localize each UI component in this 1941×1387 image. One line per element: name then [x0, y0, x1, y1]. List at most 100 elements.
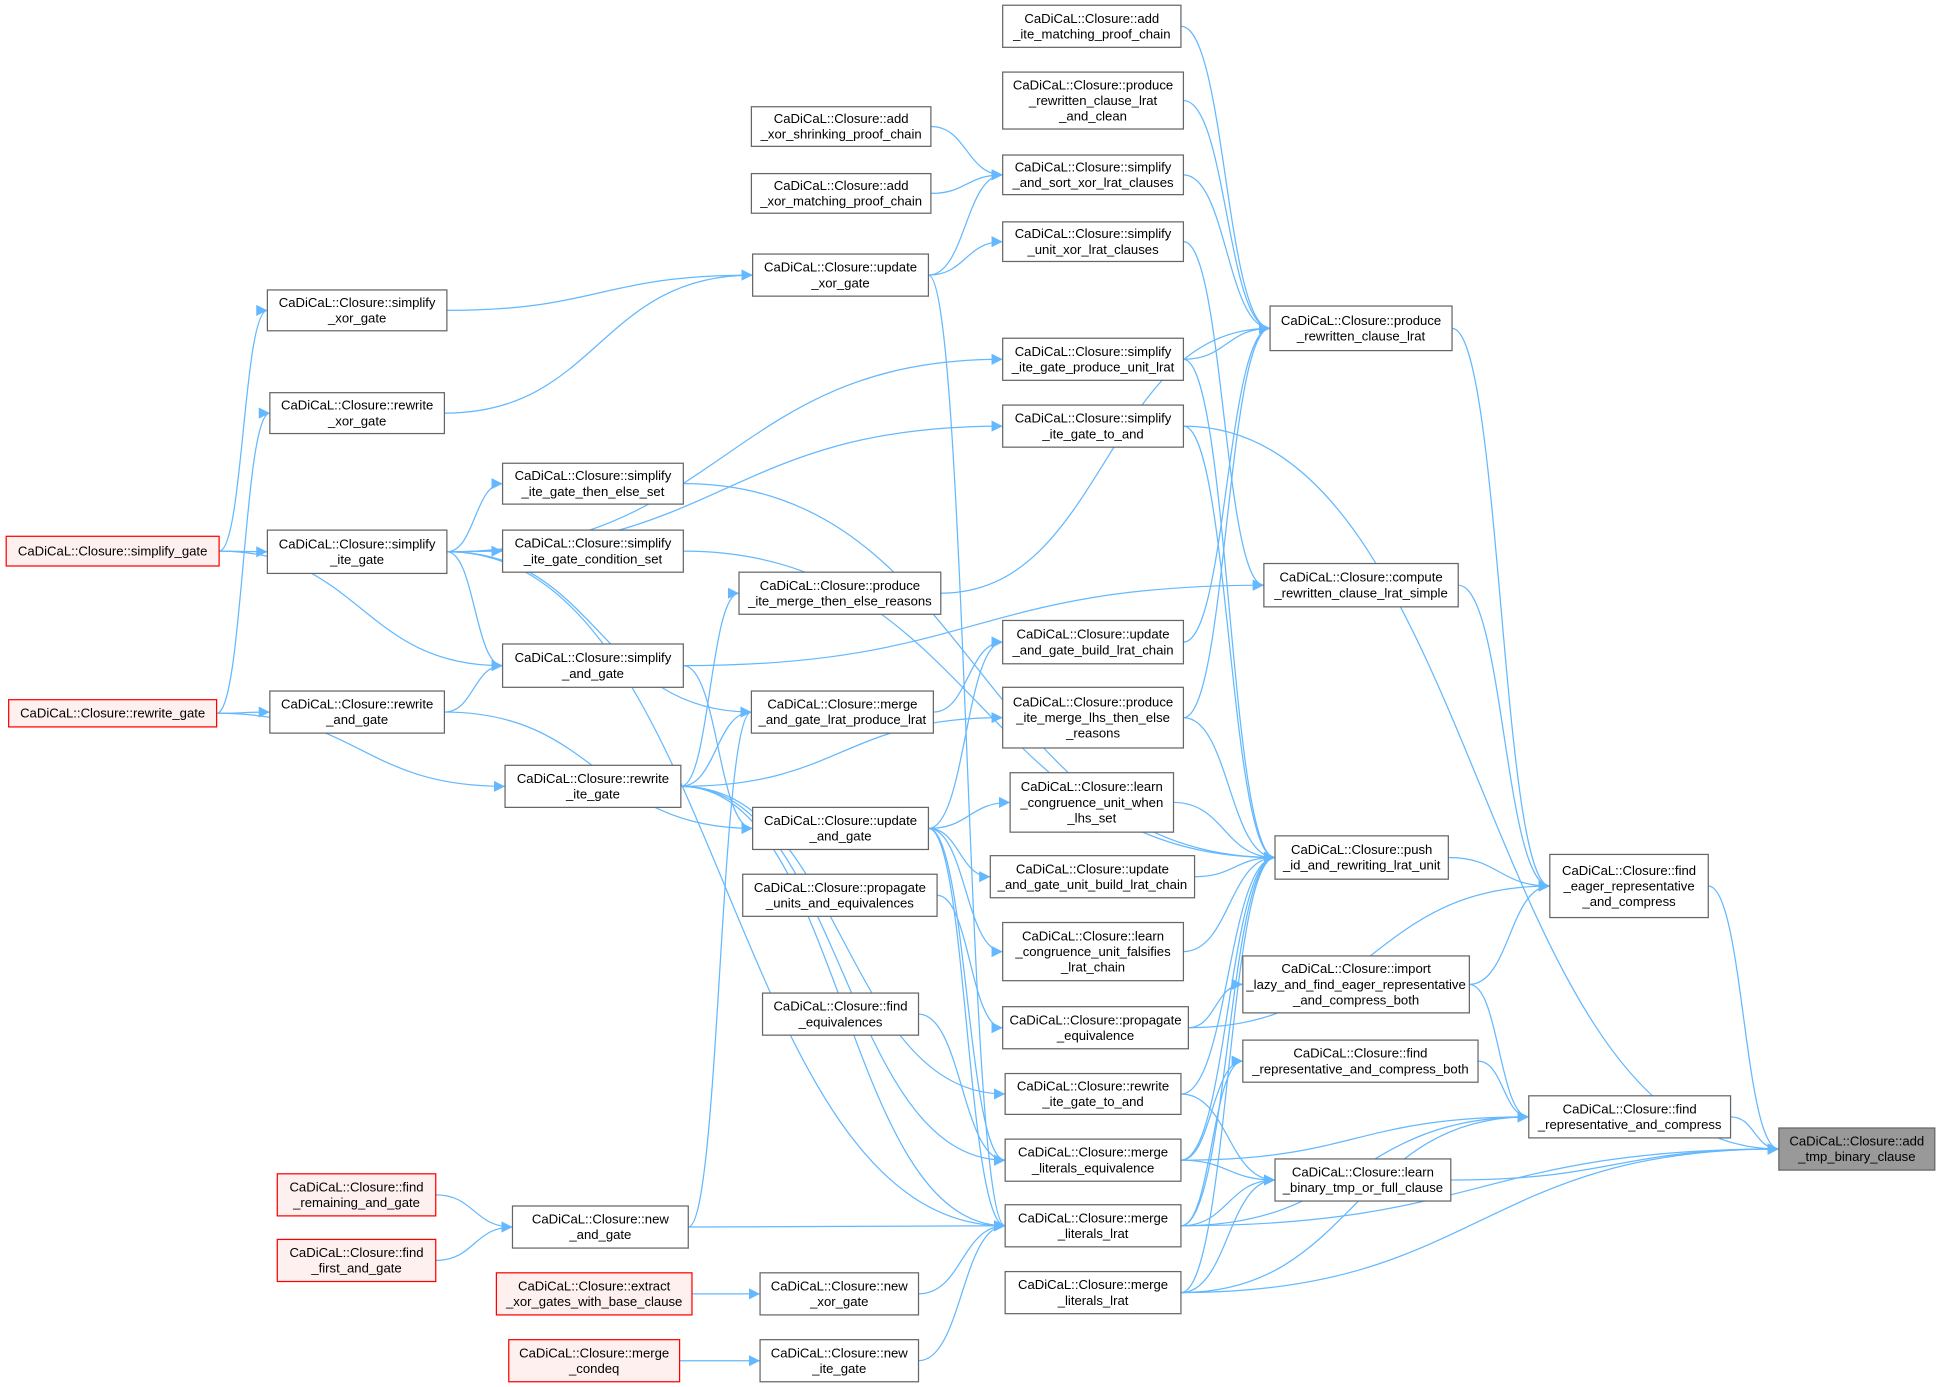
node-box[interactable]: [1004, 1072, 1182, 1115]
node-box[interactable]: [501, 529, 684, 573]
node-box[interactable]: [1002, 337, 1185, 381]
graph-node-n29[interactable]: CaDiCaL::Closure::find_eager_representat…: [1549, 853, 1709, 919]
node-box[interactable]: [276, 1173, 437, 1217]
graph-node-n3[interactable]: CaDiCaL::Closure::add_xor_shrinking_proo…: [750, 106, 932, 147]
graph-node-n25[interactable]: CaDiCaL::Closure::rewrite_ite_gate: [504, 764, 682, 809]
node-box[interactable]: [266, 289, 448, 332]
graph-node-n10[interactable]: CaDiCaL::Closure::simplify_ite_gate_prod…: [1002, 337, 1185, 381]
graph-node-n37[interactable]: CaDiCaL::Closure::rewrite_ite_gate_to_an…: [1004, 1072, 1182, 1115]
graph-node-n41[interactable]: CaDiCaL::Closure::learn_binary_tmp_or_fu…: [1274, 1158, 1452, 1202]
node-box[interactable]: [1002, 221, 1185, 263]
graph-node-n19[interactable]: CaDiCaL::Closure::update_and_gate_build_…: [1002, 619, 1185, 665]
graph-node-n30[interactable]: CaDiCaL::Closure::update_and_gate_unit_b…: [989, 855, 1196, 899]
graph-node-n8[interactable]: CaDiCaL::Closure::simplify_xor_gate: [266, 289, 448, 332]
graph-node-n38[interactable]: CaDiCaL::Closure::find_representative_an…: [1528, 1095, 1732, 1139]
node-box[interactable]: [508, 1339, 681, 1383]
node-box[interactable]: [1004, 1204, 1182, 1248]
node-box[interactable]: [742, 873, 938, 917]
node-box[interactable]: [750, 172, 932, 214]
node-box[interactable]: [759, 1272, 920, 1316]
graph-node-n26[interactable]: CaDiCaL::Closure::learn_congruence_unit_…: [1009, 772, 1175, 833]
graph-node-n24[interactable]: CaDiCaL::Closure::produce_ite_merge_lhs_…: [1002, 686, 1185, 749]
node-box[interactable]: [495, 1272, 693, 1316]
graph-node-n40[interactable]: CaDiCaL::Closure::merge_literals_equival…: [1004, 1138, 1182, 1182]
graph-node-n27[interactable]: CaDiCaL::Closure::update_and_gate: [752, 806, 930, 851]
graph-node-n39[interactable]: CaDiCaL::Closure::add_tmp_binary_clause: [1778, 1127, 1936, 1171]
graph-node-n14[interactable]: CaDiCaL::Closure::simplify_gate: [5, 535, 220, 567]
node-box[interactable]: [504, 764, 682, 809]
graph-node-n17[interactable]: CaDiCaL::Closure::compute_rewritten_clau…: [1263, 562, 1459, 608]
graph-node-n34[interactable]: CaDiCaL::Closure::find_equivalences: [761, 992, 920, 1036]
node-box[interactable]: [1274, 1158, 1452, 1202]
graph-node-n1[interactable]: CaDiCaL::Closure::add_ite_matching_proof…: [1002, 4, 1182, 48]
node-box[interactable]: [761, 992, 920, 1036]
graph-node-n2[interactable]: CaDiCaL::Closure::produce_rewritten_clau…: [1002, 71, 1185, 130]
graph-node-n35[interactable]: CaDiCaL::Closure::propagate_equivalence: [1002, 1006, 1189, 1050]
graph-node-n33[interactable]: CaDiCaL::Closure::import_lazy_and_find_e…: [1242, 955, 1470, 1014]
node-box[interactable]: [1002, 154, 1185, 196]
node-box[interactable]: [750, 106, 932, 147]
graph-node-n28[interactable]: CaDiCaL::Closure::push_id_and_rewriting_…: [1274, 835, 1449, 880]
graph-node-n23[interactable]: CaDiCaL::Closure::merge_and_gate_lrat_pr…: [750, 690, 934, 734]
node-box[interactable]: [759, 1339, 920, 1383]
node-box[interactable]: [1002, 404, 1185, 448]
graph-node-n49[interactable]: CaDiCaL::Closure::merge_condeq: [508, 1339, 681, 1383]
graph-node-n12[interactable]: CaDiCaL::Closure::simplify_ite_gate_to_a…: [1002, 404, 1185, 448]
node-box[interactable]: [738, 571, 942, 615]
node-box[interactable]: [266, 529, 448, 575]
graph-node-n50[interactable]: CaDiCaL::Closure::new_ite_gate: [759, 1339, 920, 1383]
graph-node-n31[interactable]: CaDiCaL::Closure::propagate_units_and_eq…: [742, 873, 938, 917]
node-box[interactable]: [269, 392, 446, 435]
graph-node-n22[interactable]: CaDiCaL::Closure::rewrite_and_gate: [269, 690, 446, 734]
node-box[interactable]: [1002, 4, 1182, 48]
node-box[interactable]: [989, 855, 1196, 899]
node-box[interactable]: [1778, 1127, 1936, 1171]
node-box[interactable]: [511, 1205, 689, 1249]
graph-node-n4[interactable]: CaDiCaL::Closure::add_xor_matching_proof…: [750, 172, 932, 214]
node-box[interactable]: [1269, 305, 1453, 352]
node-box[interactable]: [1242, 1039, 1479, 1083]
graph-node-n21[interactable]: CaDiCaL::Closure::rewrite_gate: [8, 699, 218, 728]
node-box[interactable]: [1263, 562, 1459, 608]
graph-node-n13[interactable]: CaDiCaL::Closure::simplify_ite_gate_then…: [501, 462, 684, 505]
node-box[interactable]: [1004, 1270, 1182, 1315]
node-box[interactable]: [501, 462, 684, 505]
graph-node-n11[interactable]: CaDiCaL::Closure::rewrite_xor_gate: [269, 392, 446, 435]
node-box[interactable]: [269, 690, 446, 734]
graph-node-n47[interactable]: CaDiCaL::Closure::new_xor_gate: [759, 1272, 920, 1316]
node-box[interactable]: [5, 535, 220, 567]
graph-node-n44[interactable]: CaDiCaL::Closure::merge_literals_lrat: [1004, 1204, 1182, 1248]
graph-node-n32[interactable]: CaDiCaL::Closure::learn_congruence_unit_…: [1002, 921, 1185, 982]
graph-node-n45[interactable]: CaDiCaL::Closure::find_first_and_gate: [276, 1238, 437, 1283]
node-box[interactable]: [750, 690, 934, 734]
graph-node-n18[interactable]: CaDiCaL::Closure::produce_ite_merge_then…: [738, 571, 942, 615]
node-box[interactable]: [752, 806, 930, 851]
node-box[interactable]: [1002, 1006, 1189, 1050]
node-box[interactable]: [501, 643, 684, 688]
graph-node-n16[interactable]: CaDiCaL::Closure::simplify_ite_gate_cond…: [501, 529, 684, 573]
node-box[interactable]: [1002, 619, 1185, 665]
node-box[interactable]: [1549, 853, 1709, 919]
graph-node-n36[interactable]: CaDiCaL::Closure::find_representative_an…: [1242, 1039, 1479, 1083]
graph-node-n9[interactable]: CaDiCaL::Closure::produce_rewritten_clau…: [1269, 305, 1453, 352]
graph-node-n15[interactable]: CaDiCaL::Closure::simplify_ite_gate: [266, 529, 448, 575]
node-box[interactable]: [1242, 955, 1470, 1014]
node-box[interactable]: [752, 253, 930, 297]
node-box[interactable]: [1002, 71, 1185, 130]
node-box[interactable]: [8, 699, 218, 728]
graph-node-n46[interactable]: CaDiCaL::Closure::extract_xor_gates_with…: [495, 1272, 693, 1316]
node-box[interactable]: [1274, 835, 1449, 880]
graph-node-n6[interactable]: CaDiCaL::Closure::simplify_unit_xor_lrat…: [1002, 221, 1185, 263]
graph-node-n43[interactable]: CaDiCaL::Closure::new_and_gate: [511, 1205, 689, 1249]
graph-node-n48[interactable]: CaDiCaL::Closure::merge_literals_lrat: [1004, 1270, 1182, 1315]
graph-node-n42[interactable]: CaDiCaL::Closure::find_remaining_and_gat…: [276, 1173, 437, 1217]
node-box[interactable]: [276, 1238, 437, 1283]
node-box[interactable]: [1528, 1095, 1732, 1139]
node-box[interactable]: [1002, 686, 1185, 749]
graph-node-n5[interactable]: CaDiCaL::Closure::simplify_and_sort_xor_…: [1002, 154, 1185, 196]
graph-node-n7[interactable]: CaDiCaL::Closure::update_xor_gate: [752, 253, 930, 297]
node-box[interactable]: [1004, 1138, 1182, 1182]
node-box[interactable]: [1009, 772, 1175, 833]
node-box[interactable]: [1002, 921, 1185, 982]
graph-node-n20[interactable]: CaDiCaL::Closure::simplify_and_gate: [501, 643, 684, 688]
